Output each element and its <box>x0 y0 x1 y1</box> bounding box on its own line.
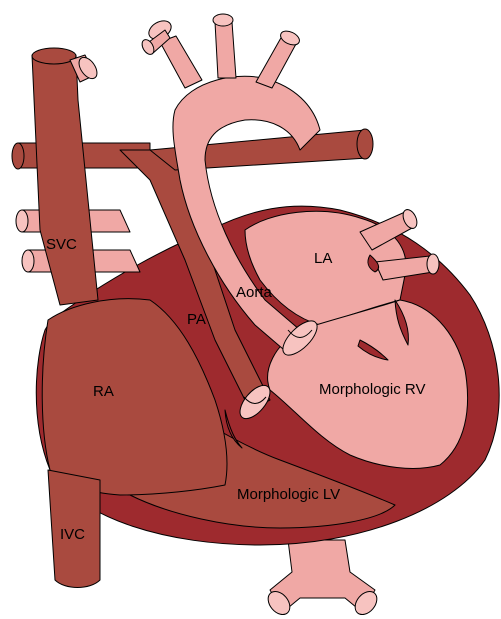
label-ivc: IVC <box>60 527 85 542</box>
label-morphologic-rv: Morphologic RV <box>319 382 425 397</box>
label-pa: PA <box>187 312 206 327</box>
label-ra: RA <box>93 384 114 399</box>
label-svc: SVC <box>46 237 77 252</box>
aortic-arch-branches <box>140 14 302 88</box>
label-morphologic-lv: Morphologic LV <box>237 487 340 502</box>
descending-aorta <box>264 540 382 619</box>
label-la: LA <box>314 251 332 266</box>
label-aorta: Aorta <box>236 285 272 300</box>
